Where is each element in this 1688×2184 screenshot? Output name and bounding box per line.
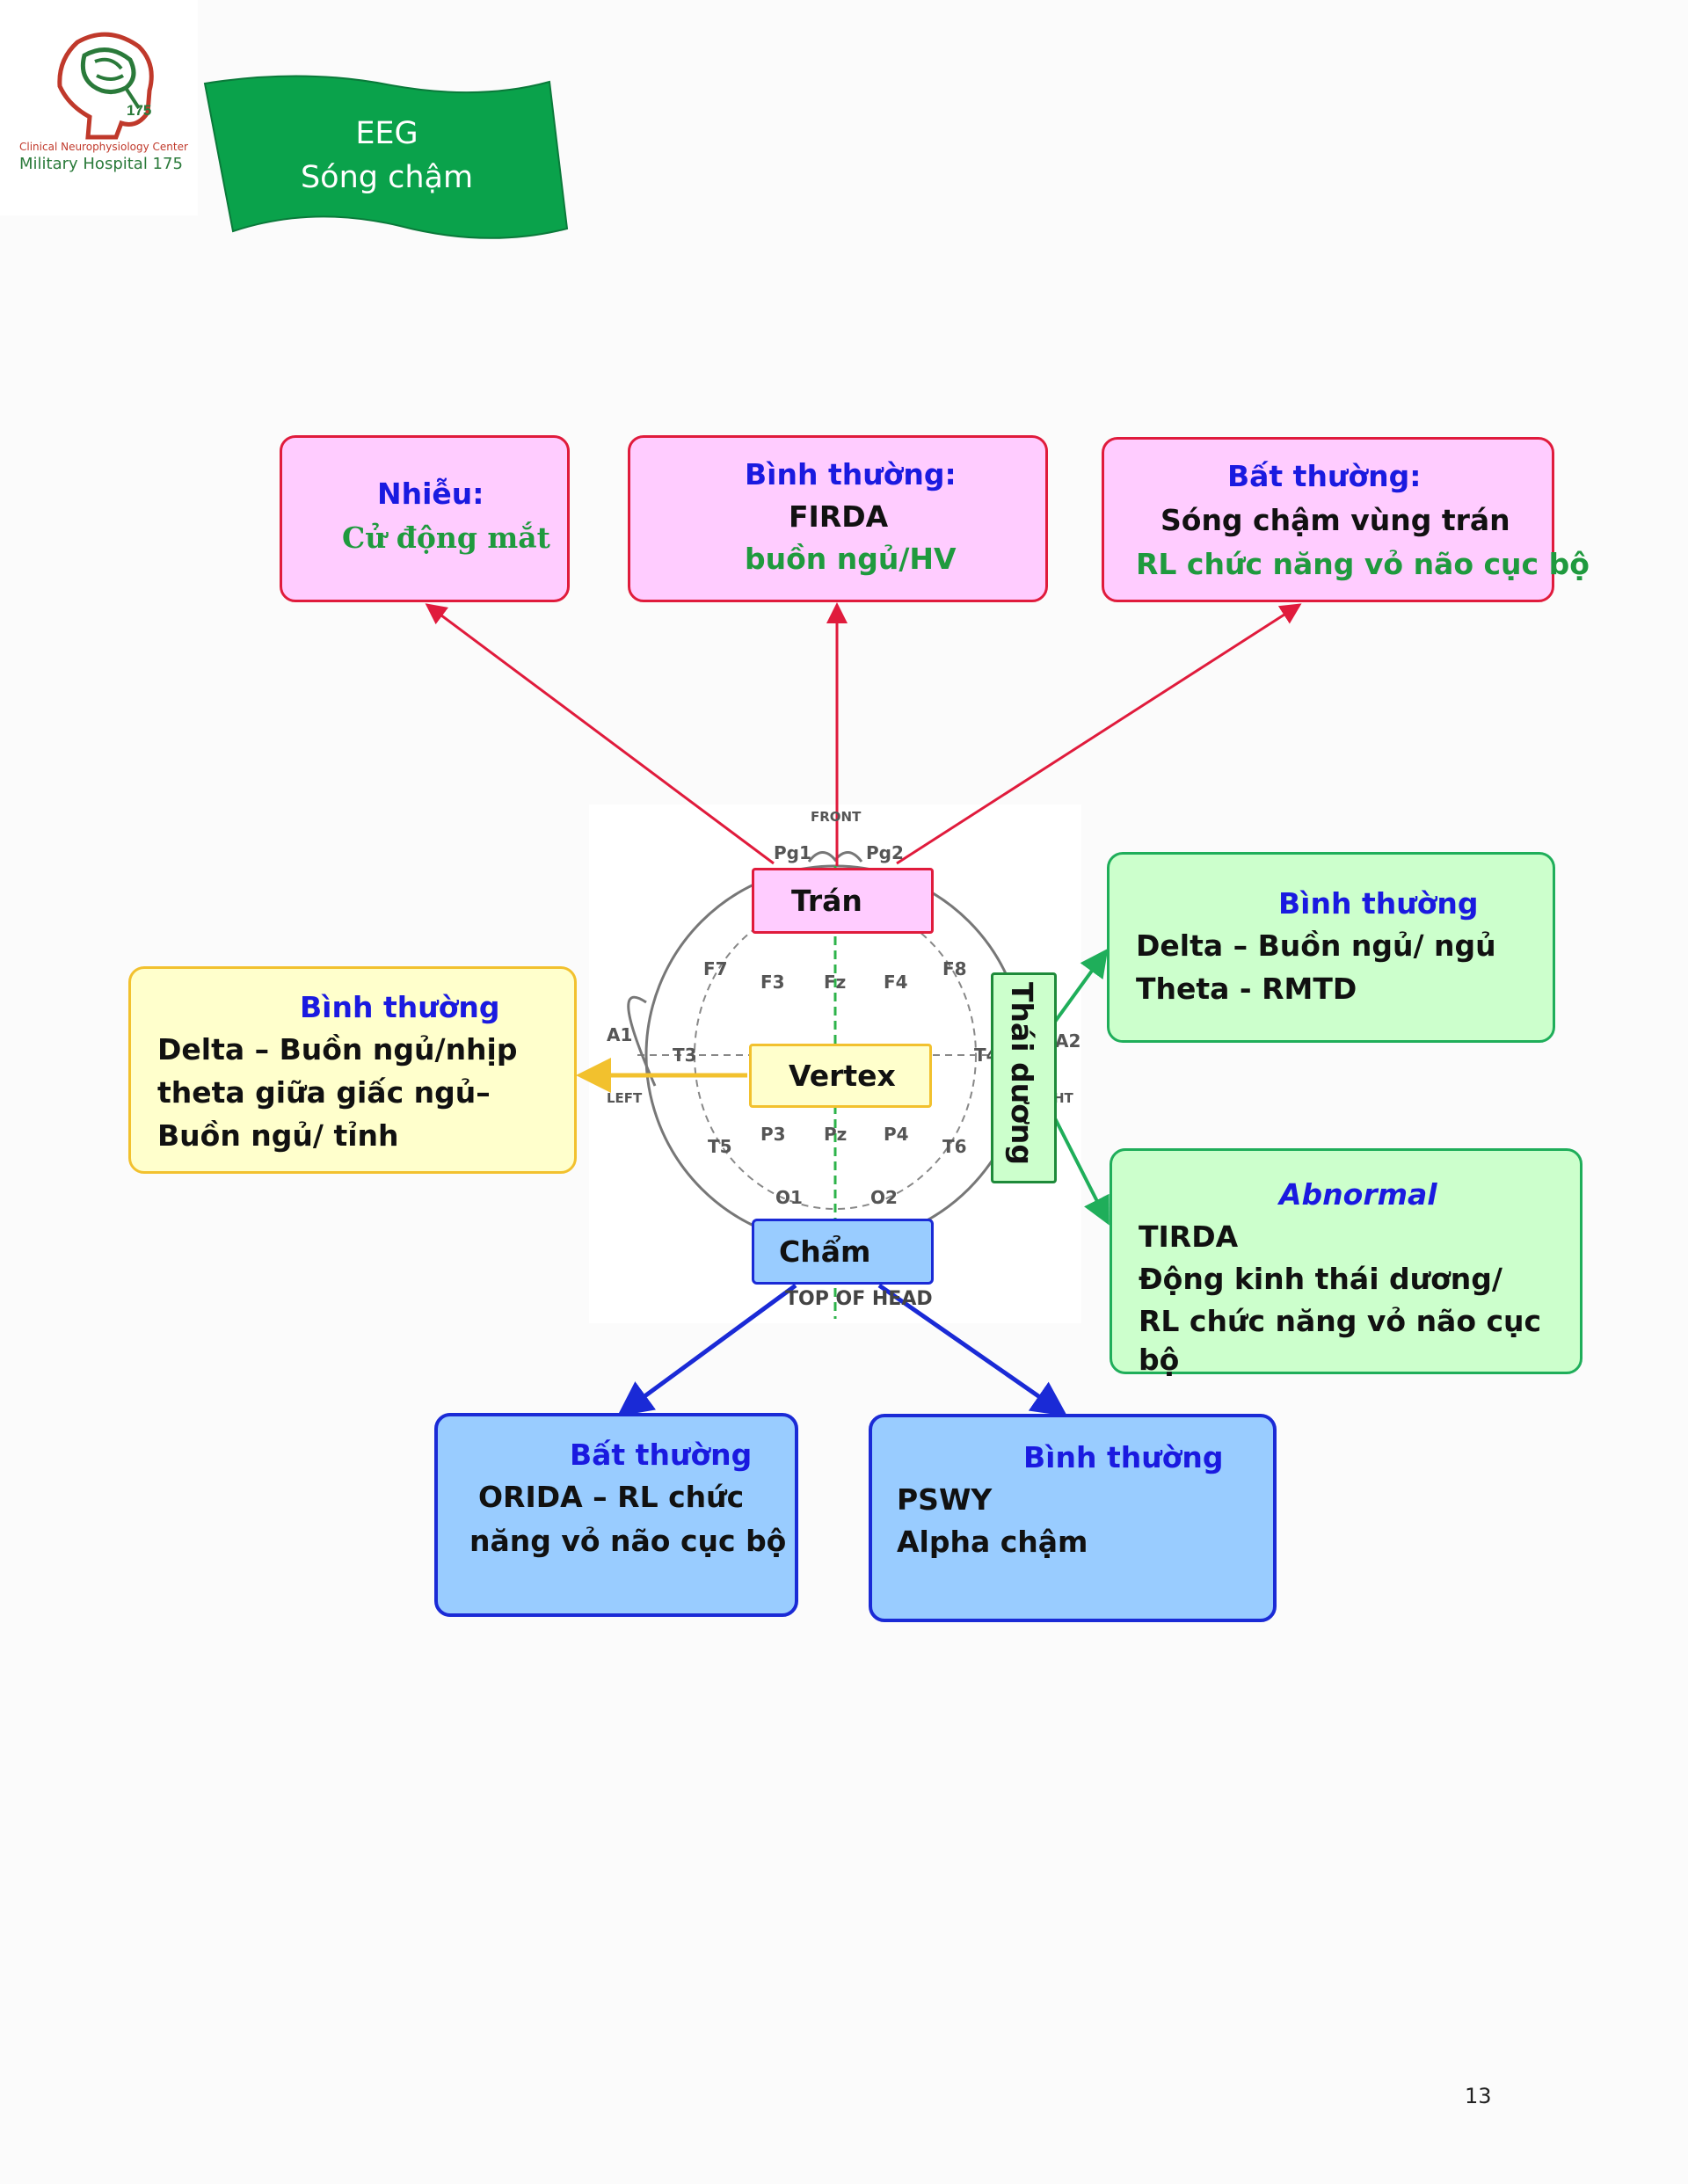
electrode-t5: T5 bbox=[708, 1136, 732, 1157]
arrow-to-occipital-abnormal bbox=[616, 1283, 797, 1416]
org-name-line1: Clinical Neurophysiology Center bbox=[19, 141, 188, 153]
node-vertex: Vertex bbox=[749, 1044, 932, 1108]
electrode-pz: Pz bbox=[824, 1124, 848, 1145]
left-label: LEFT bbox=[607, 1090, 643, 1106]
box-occipital-normal-line2: Alpha chậm bbox=[897, 1525, 1088, 1559]
box-frontal-normal-line1: FIRDA bbox=[789, 499, 889, 534]
node-occipital: Chẩm bbox=[752, 1219, 934, 1285]
box-temporal-abnormal-line3: RL chức năng vỏ não cục bbox=[1139, 1304, 1542, 1338]
hospital-logo: 175 Clinical Neurophysiology Center Mili… bbox=[0, 0, 198, 215]
arrow-to-temporal-abnormal bbox=[1053, 1117, 1110, 1226]
org-name-line2: Military Hospital 175 bbox=[19, 155, 183, 173]
logo-badge: 175 bbox=[127, 102, 151, 119]
box-temporal-normal: Bình thường Delta – Buồn ngủ/ ngủ Theta … bbox=[1107, 852, 1555, 1043]
electrode-f4: F4 bbox=[884, 972, 908, 993]
box-occipital-abnormal-line2: năng vỏ não cục bộ bbox=[469, 1524, 787, 1558]
box-frontal-abnormal-line1: Sóng chậm vùng trán bbox=[1160, 503, 1510, 537]
box-temporal-abnormal-line4: bộ bbox=[1139, 1343, 1180, 1377]
box-temporal-normal-line1: Delta – Buồn ngủ/ ngủ bbox=[1136, 928, 1496, 963]
box-frontal-abnormal-line2: RL chức năng vỏ não cục bộ bbox=[1136, 547, 1590, 581]
box-temporal-normal-title: Bình thường bbox=[1278, 886, 1479, 921]
electrode-pg1: Pg1 bbox=[774, 842, 811, 863]
electrode-f8: F8 bbox=[942, 958, 967, 979]
box-frontal-normal: Bình thường: FIRDA buồn ngủ/HV bbox=[628, 435, 1048, 602]
left-ear bbox=[627, 995, 657, 1087]
box-artifact-line1: Cử động mắt bbox=[342, 521, 550, 555]
banner-title: EEG bbox=[355, 116, 418, 151]
electrode-pg2: Pg2 bbox=[866, 842, 904, 863]
electrode-p4: P4 bbox=[884, 1124, 909, 1145]
nose bbox=[807, 851, 863, 863]
box-artifact-title: Nhiễu: bbox=[377, 477, 484, 511]
brain-head-icon: 175 bbox=[57, 32, 154, 140]
box-vertex-normal-line3: Buồn ngủ/ tỉnh bbox=[157, 1118, 399, 1153]
box-temporal-normal-line2: Theta - RMTD bbox=[1136, 972, 1357, 1006]
electrode-fz: Fz bbox=[824, 972, 847, 993]
box-occipital-normal-line1: PSWY bbox=[897, 1482, 993, 1517]
arrow-to-occipital-normal bbox=[877, 1283, 1068, 1416]
electrode-a2: A2 bbox=[1055, 1030, 1081, 1052]
box-vertex-normal-line1: Delta – Buồn ngủ/nhịp bbox=[157, 1032, 518, 1067]
arrow-to-nhieu bbox=[425, 603, 775, 865]
box-vertex-normal: Bình thường Delta – Buồn ngủ/nhịp theta … bbox=[128, 966, 577, 1174]
node-temporal: Thái dương bbox=[991, 972, 1057, 1183]
arrow-to-temporal-normal bbox=[1053, 948, 1109, 1023]
box-occipital-normal: Bình thường PSWY Alpha chậm bbox=[869, 1414, 1277, 1622]
page-number: 13 bbox=[1465, 2084, 1492, 2108]
box-frontal-abnormal: Bất thường: Sóng chậm vùng trán RL chức … bbox=[1102, 437, 1590, 602]
arrow-to-frontal-abnormal bbox=[896, 603, 1302, 865]
box-temporal-abnormal-line1: TIRDA bbox=[1139, 1219, 1239, 1254]
top-of-head-label: TOP OF HEAD bbox=[785, 1288, 933, 1310]
electrode-t3: T3 bbox=[673, 1045, 697, 1066]
box-occipital-abnormal-title: Bất thường bbox=[570, 1438, 753, 1472]
electrode-o2: O2 bbox=[870, 1187, 898, 1208]
electrode-a1: A1 bbox=[607, 1024, 633, 1045]
node-temporal-label: Thái dương bbox=[1005, 982, 1039, 1165]
box-frontal-normal-line2: buồn ngủ/HV bbox=[745, 542, 957, 576]
box-frontal-normal-title: Bình thường: bbox=[745, 457, 957, 491]
electrode-p3: P3 bbox=[760, 1124, 786, 1145]
electrode-f7: F7 bbox=[703, 958, 728, 979]
box-occipital-normal-title: Bình thường bbox=[1023, 1440, 1224, 1474]
box-temporal-abnormal-title: Abnormal bbox=[1279, 1177, 1437, 1212]
box-temporal-abnormal-line2: Động kinh thái dương/ bbox=[1139, 1262, 1502, 1296]
banner-subtitle: Sóng chậm bbox=[300, 160, 474, 195]
electrode-o1: O1 bbox=[775, 1187, 803, 1208]
banner-flag bbox=[203, 75, 569, 239]
box-occipital-abnormal-line1: ORIDA – RL chức bbox=[478, 1480, 745, 1514]
box-temporal-abnormal: Abnormal TIRDA Động kinh thái dương/ RL … bbox=[1110, 1148, 1582, 1377]
box-frontal-abnormal-title: Bất thường: bbox=[1227, 459, 1422, 493]
box-vertex-normal-line2: theta giữa giấc ngủ– bbox=[157, 1075, 491, 1110]
right-label-fragment: HT bbox=[1053, 1090, 1073, 1106]
front-label: FRONT bbox=[811, 809, 862, 825]
electrode-t6: T6 bbox=[942, 1136, 967, 1157]
box-vertex-normal-title: Bình thường bbox=[300, 990, 500, 1024]
electrode-f3: F3 bbox=[760, 972, 785, 993]
node-frontal: Trán bbox=[752, 868, 934, 934]
box-occipital-abnormal: Bất thường ORIDA – RL chức năng vỏ não c… bbox=[434, 1413, 798, 1617]
box-artifact: Nhiễu: Cử động mắt bbox=[280, 435, 570, 602]
